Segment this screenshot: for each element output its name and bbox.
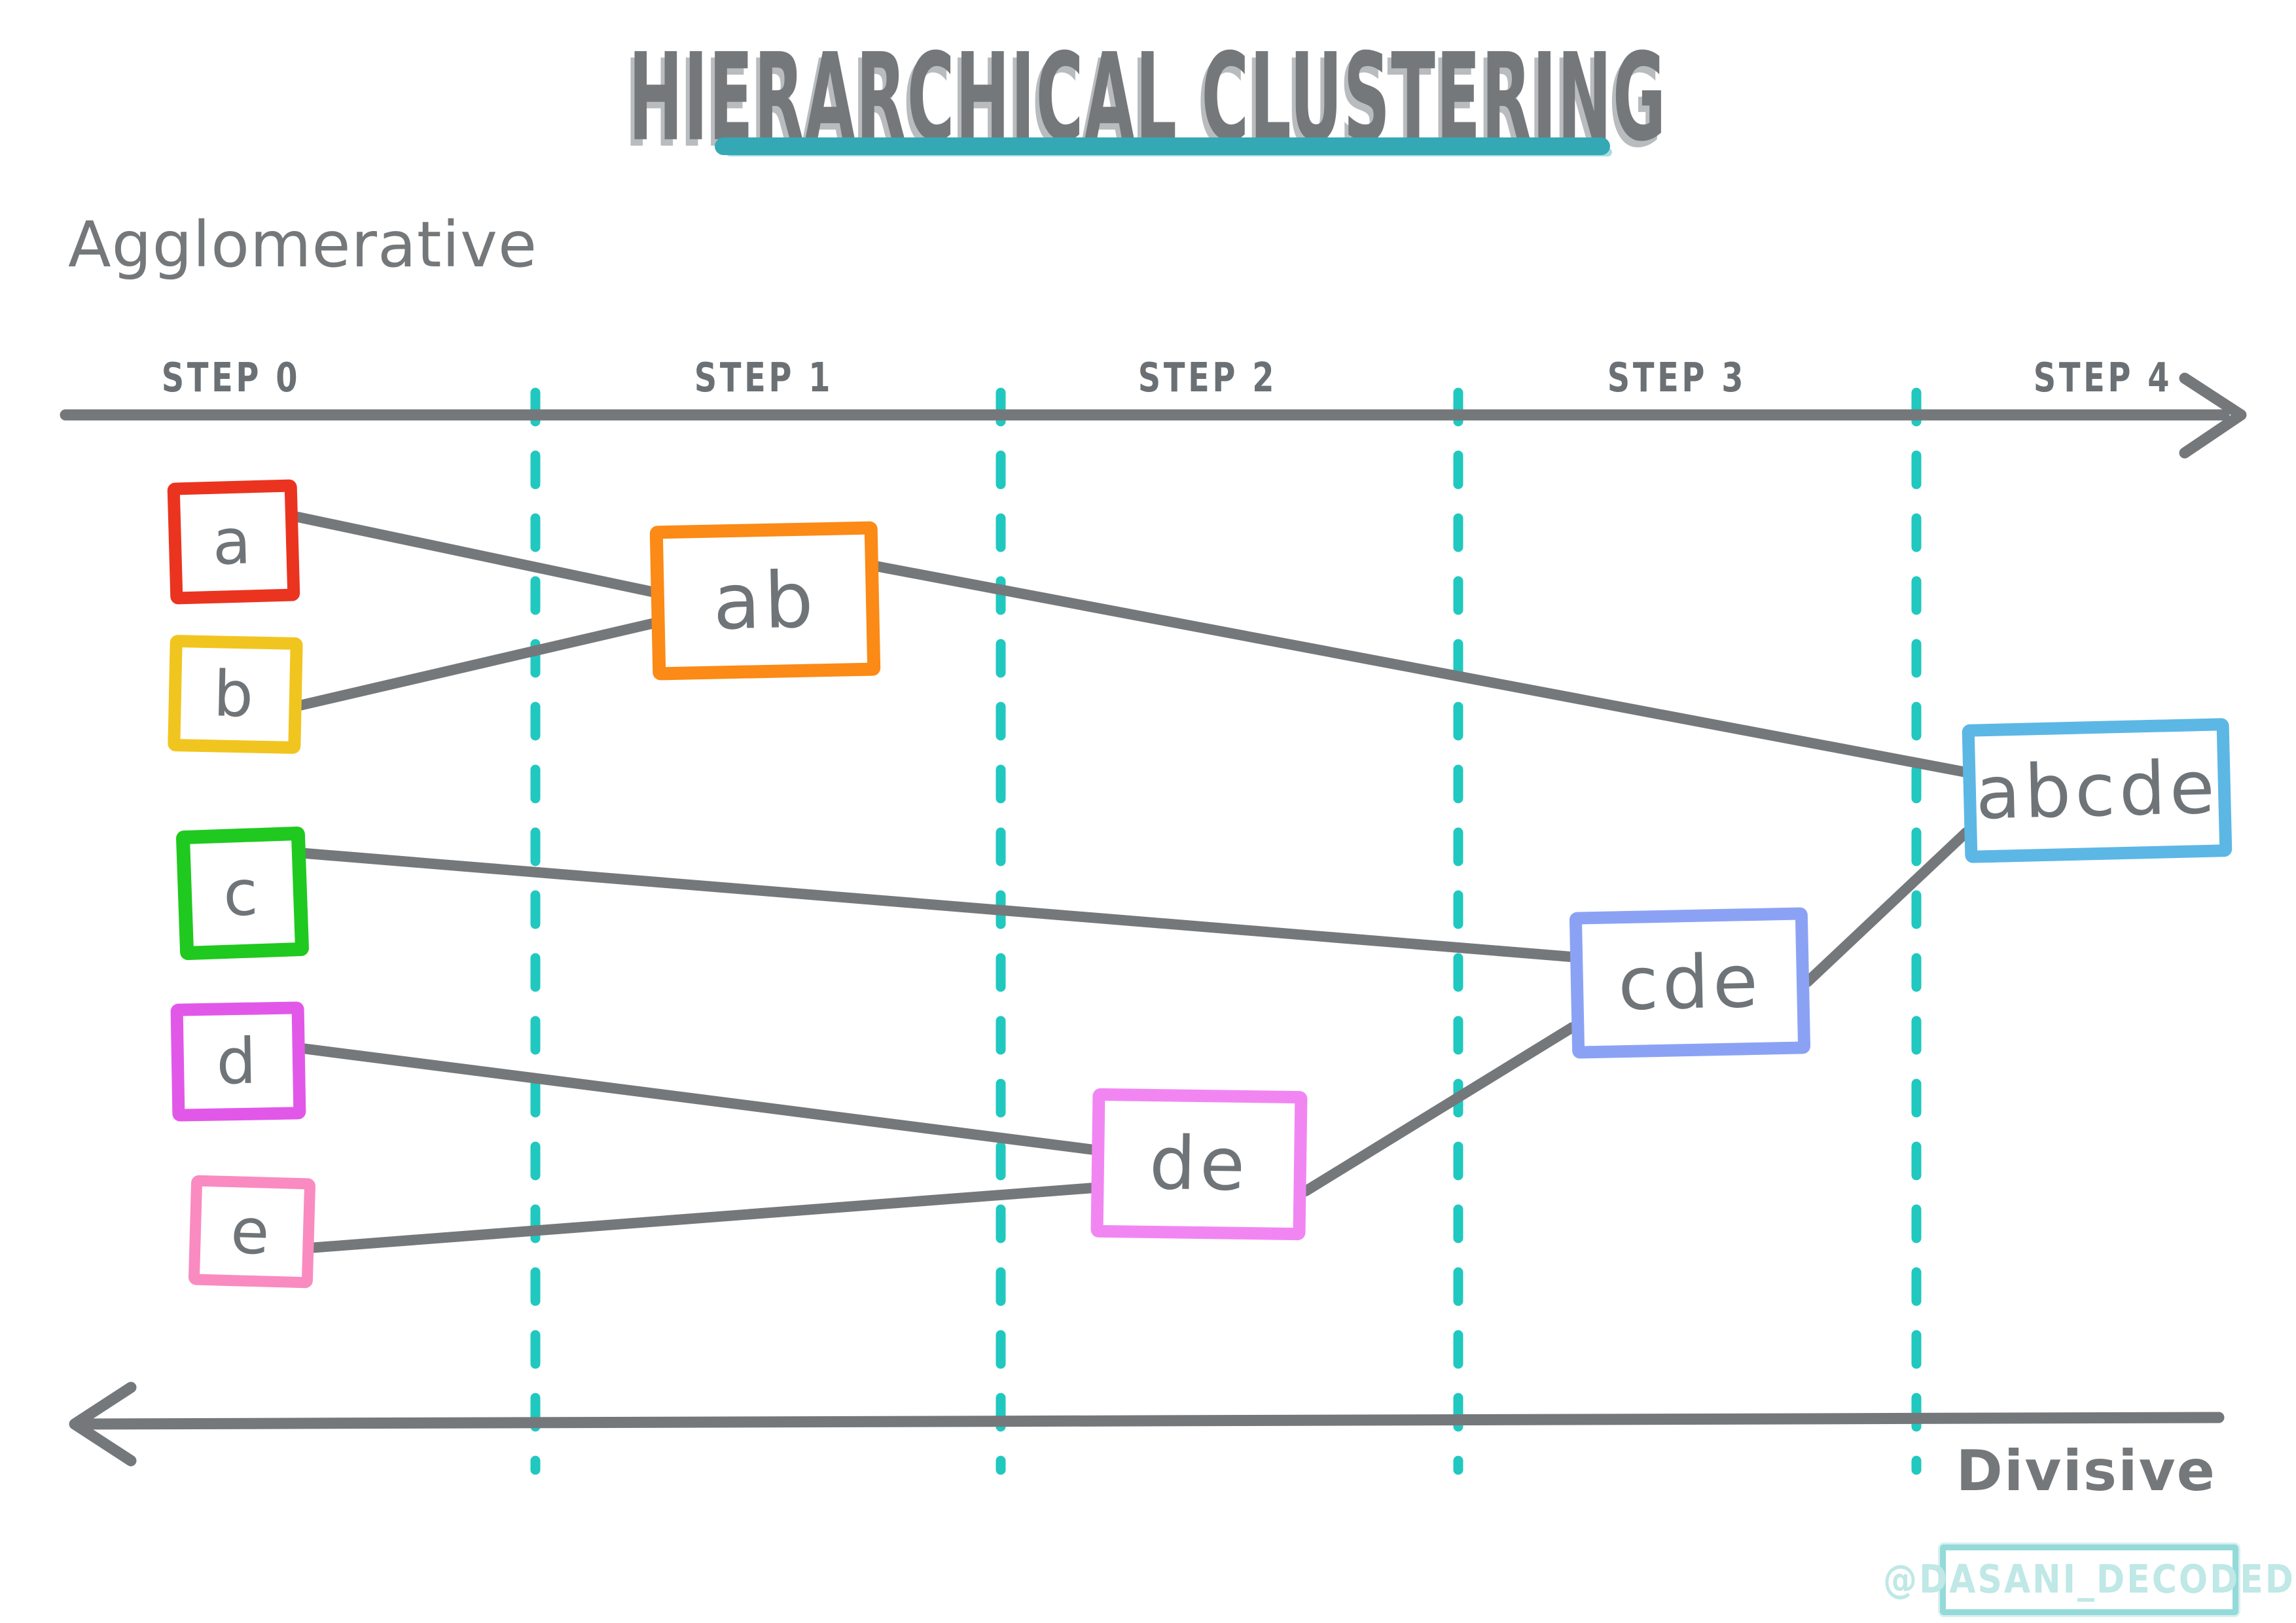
divisive-label: Divisive (1956, 1438, 2216, 1504)
watermark-text: @DASANI_DECODED (1883, 1557, 2295, 1603)
edge-b-ab (295, 618, 660, 711)
node-ab-label: ab (711, 554, 819, 647)
step-label-0: STEP 0 (161, 355, 301, 402)
step-label-3: STEP 3 (1607, 355, 1747, 402)
edge-cde-abcde (1803, 827, 1971, 987)
node-cde-label: cde (1617, 938, 1763, 1027)
node-e-label: e (229, 1194, 275, 1269)
node-c: c (175, 826, 310, 961)
step-label-2: STEP 2 (1138, 355, 1278, 402)
agglomerative-label: Agglomerative (68, 208, 538, 281)
node-abcde-label: abcde (1974, 745, 2220, 836)
edge-d-de (297, 1043, 1100, 1155)
edge-de-cde (1300, 1022, 1577, 1196)
node-a-label: a (211, 505, 256, 579)
edge-ab-abcde (870, 561, 1971, 777)
node-d-label: d (215, 1024, 261, 1099)
node-b: b (168, 634, 303, 755)
divisive-axis-arrowhead-icon (69, 1382, 137, 1467)
node-c-label: c (222, 856, 263, 931)
node-de-label: de (1149, 1120, 1249, 1208)
edge-c-cde (293, 847, 1576, 962)
node-cde: cde (1569, 907, 1811, 1059)
title-underline (715, 137, 1610, 155)
node-d: d (170, 1001, 306, 1122)
edge-e-de (304, 1183, 1100, 1253)
agglomerative-axis-arrowhead-icon (2179, 372, 2247, 459)
watermark-badge: @DASANI_DECODED (1883, 1544, 2293, 1615)
node-b-label: b (212, 657, 259, 732)
node-ab: ab (649, 521, 881, 681)
edge-a-ab (293, 512, 660, 597)
node-de: de (1090, 1088, 1308, 1241)
step-label-1: STEP 1 (694, 355, 834, 402)
step-label-4: STEP 4 (2033, 355, 2173, 402)
node-abcde: abcde (1962, 718, 2233, 863)
divisive-axis (71, 1412, 2225, 1430)
node-e: e (188, 1175, 316, 1289)
page-title-wrap: HIERARCHICAL CLUSTERING (0, 27, 2296, 169)
node-a: a (167, 479, 300, 605)
